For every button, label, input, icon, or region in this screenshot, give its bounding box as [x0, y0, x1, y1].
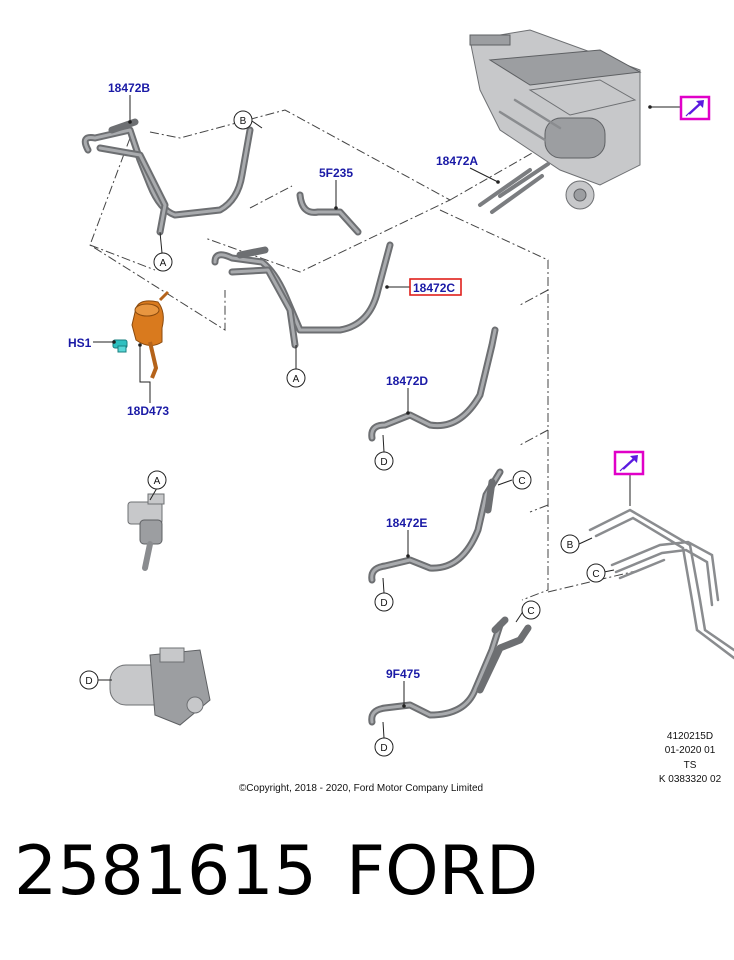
- callout-c-2: C: [521, 600, 541, 620]
- label-18472E[interactable]: 18472E: [386, 516, 427, 530]
- callout-d-4-letter: D: [380, 743, 387, 754]
- diagram-code: TS: [684, 760, 697, 771]
- callout-c-1: C: [512, 470, 532, 490]
- callout-a-1-letter: A: [160, 258, 167, 269]
- label-18472D[interactable]: 18472D: [386, 374, 428, 388]
- callout-d-1-letter: D: [380, 457, 387, 468]
- label-HS1[interactable]: HS1: [68, 336, 92, 350]
- hvac-module: [469, 29, 642, 210]
- hs1-sensor: [112, 339, 128, 353]
- diagram-ref: K 0383320 02: [659, 774, 722, 785]
- view-detail-icon[interactable]: [613, 450, 645, 476]
- label-18472B[interactable]: 18472B: [108, 81, 150, 95]
- callout-a-2-letter: A: [293, 374, 300, 385]
- label-18D473[interactable]: 18D473: [127, 404, 169, 418]
- hose-18472B: [81, 118, 254, 236]
- callout-b-top: B: [233, 110, 253, 130]
- callout-b-right-letter: B: [567, 540, 574, 551]
- leader-lines: [93, 95, 680, 739]
- highlight-box-18472C: [409, 278, 462, 296]
- callout-c-1-letter: C: [518, 476, 525, 487]
- callout-b-right: B: [560, 534, 580, 554]
- label-5F235[interactable]: 5F235: [319, 166, 353, 180]
- callout-a-2: A: [286, 368, 306, 388]
- hose-18472E: [368, 468, 504, 584]
- footer-part-number: 2581615: [14, 832, 317, 911]
- callout-d-2-letter: D: [380, 598, 387, 609]
- callout-d-2: D: [374, 592, 394, 612]
- callout-b-top-letter: B: [240, 116, 247, 127]
- diagram-date: 01-2020 01: [665, 745, 716, 756]
- callout-c-2-letter: C: [527, 606, 534, 617]
- detail-d-heater: [109, 647, 211, 726]
- diagram-id: 4120215D: [667, 731, 713, 742]
- label-9F475[interactable]: 9F475: [386, 667, 420, 681]
- callout-c-right: C: [586, 563, 606, 583]
- callout-c-right-letter: C: [592, 569, 599, 580]
- hose-5F235: [296, 191, 362, 236]
- tube-bundle: [588, 508, 734, 660]
- copyright-notice: ©Copyright, 2018 - 2020, Ford Motor Comp…: [239, 783, 483, 794]
- callout-a-3: A: [147, 470, 167, 490]
- callout-d-3-letter: D: [85, 676, 92, 687]
- callout-a-3-letter: A: [154, 476, 161, 487]
- callout-a-1: A: [153, 252, 173, 272]
- hose-18472C: [211, 241, 394, 349]
- assembly-boundary-lines: [89, 109, 641, 601]
- detail-a-connector: [127, 493, 165, 571]
- hose-9F475: [368, 616, 532, 726]
- callout-d-4: D: [374, 737, 394, 757]
- label-18472C[interactable]: 18472C: [413, 281, 455, 295]
- hose-18472A: [478, 162, 550, 214]
- callout-d-3: D: [79, 670, 99, 690]
- callout-d-1: D: [374, 451, 394, 471]
- label-18472A[interactable]: 18472A: [436, 154, 478, 168]
- coolant-pump: [131, 290, 170, 379]
- hose-18472D: [368, 326, 499, 442]
- view-detail-icon[interactable]: [679, 95, 711, 121]
- footer-brand: FORD: [346, 832, 539, 911]
